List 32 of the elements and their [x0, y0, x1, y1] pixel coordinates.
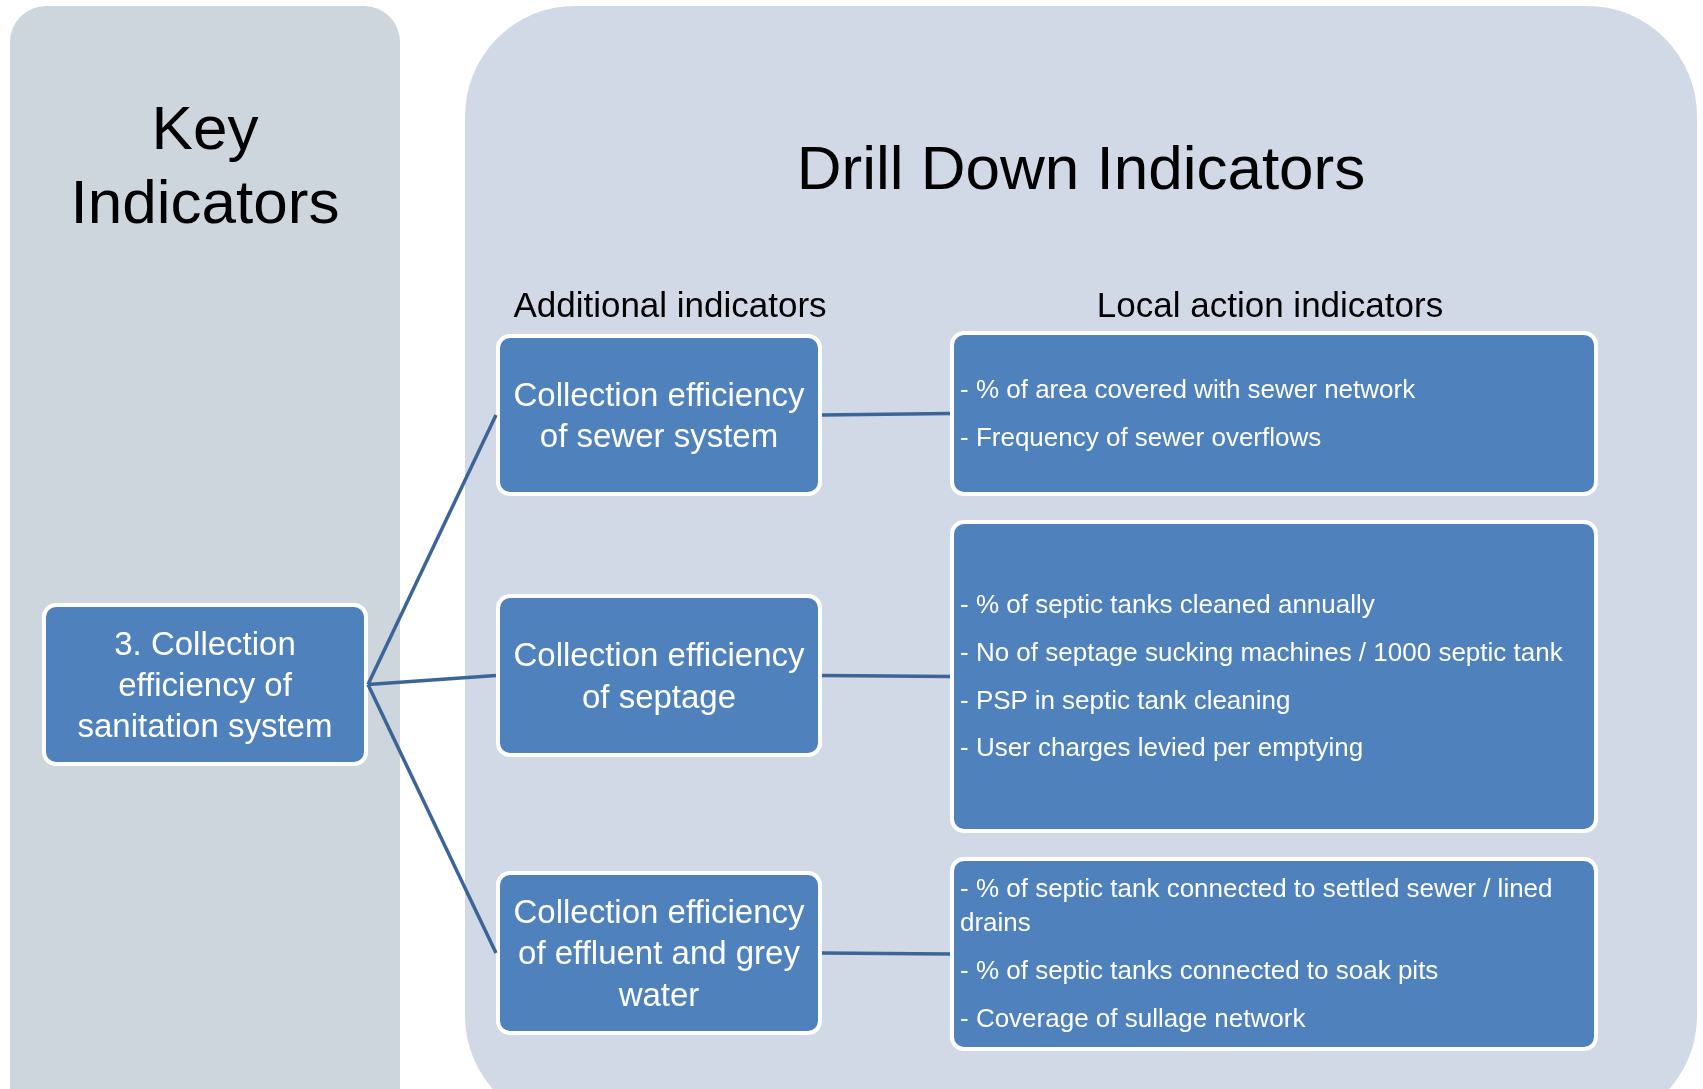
indicator-text: Collection efficiency of sewer system: [512, 374, 806, 456]
indicator-item: - % of septic tank connected to settled sewer / lined drains: [960, 872, 1554, 940]
indicator-list-box: [950, 520, 1598, 833]
indicator-item: - PSP in septic tank cleaning: [960, 683, 1291, 717]
indicator-box: [42, 603, 368, 766]
connector-line: [822, 673, 950, 679]
indicator-item: - Frequency of sewer overflows: [960, 420, 1322, 454]
indicator-item: - Coverage of sullage network: [960, 1001, 1306, 1035]
indicator-text: Collection efficiency of septage: [512, 635, 806, 717]
indicator-item: - User charges levied per emptying: [960, 731, 1364, 765]
connector-line: [366, 414, 498, 686]
panel-heading: Key Indicators: [69, 92, 341, 239]
connector-line: [822, 951, 950, 956]
indicator-item: - % of septic tanks connected to soak pits: [960, 954, 1439, 987]
panel-background: [465, 6, 1697, 1089]
connector-line: [822, 411, 950, 417]
indicator-list-box: [950, 331, 1598, 496]
indicator-item: - No of septage sucking machines / 1000 septic tank: [960, 635, 1563, 669]
indicator-text: Collection efficiency of effluent and grey water: [512, 892, 806, 1015]
indicator-box: [496, 594, 822, 757]
indicator-list-box: [950, 857, 1598, 1051]
panel-background: [10, 6, 400, 1089]
column-heading: Additional indicators: [512, 284, 828, 326]
indicator-text: 3. Collection efficiency of sanitation system: [76, 623, 334, 747]
indicator-box: [496, 871, 822, 1035]
column-heading: Local action indicators: [1095, 284, 1445, 326]
indicator-item: - % of septic tanks cleaned annually: [960, 587, 1375, 621]
indicator-item: - % of area covered with sewer network: [960, 372, 1416, 406]
indicator-box: [496, 334, 822, 496]
connector-line: [366, 683, 498, 954]
panel-heading: Drill Down Indicators: [795, 132, 1367, 204]
connector-line: [367, 673, 497, 687]
